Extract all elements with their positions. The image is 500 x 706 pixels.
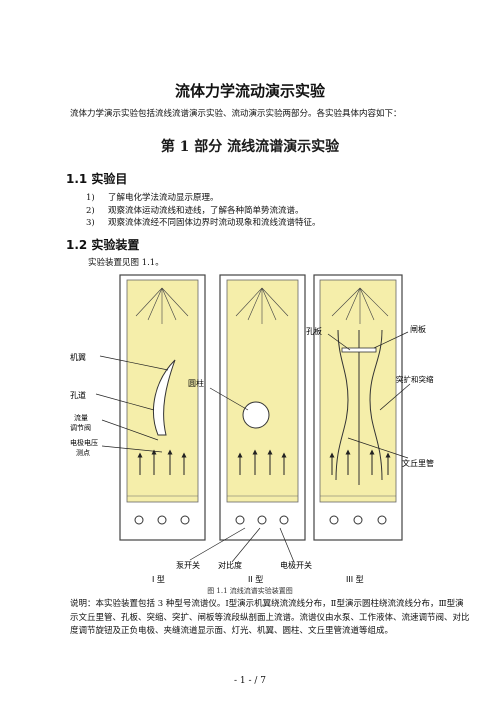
- label-venturi: 文丘里管: [402, 458, 434, 468]
- label-contract-expand: 突扩和突缩: [396, 374, 434, 384]
- list-item: 3)观察流体流经不同固体边界时流动现象和流线流谱特征。: [86, 218, 321, 228]
- label-electrode-point: 测点: [76, 449, 90, 457]
- intro-paragraph: 流体力学演示实验包括流线流谱演示实验、流动演示实验两部分。各实验具体内容如下：: [70, 109, 402, 119]
- label-type1: I 型: [152, 575, 165, 584]
- page-title: 流体力学流动演示实验: [174, 82, 325, 100]
- apparatus-figure: 机翼 孔道 流量 调节阀 电极电压 测点 圆柱 孔板 闸板 突扩和突缩 文丘里管…: [70, 274, 434, 584]
- figure-caption: 图 1.1 流线流谱实验装置图: [207, 587, 293, 595]
- list-item: 2)观察流体运动流线和迹线，了解各种简单势流流谱。: [86, 205, 304, 216]
- list-item: 1)了解电化学法流动显示原理。: [86, 193, 219, 203]
- label-wing: 机翼: [70, 352, 86, 362]
- figure-description: 说明：本实验装置包括 3 种型号流谱仪。Ⅰ型演示机翼绕流流线分布，Ⅱ型演示圆柱绕…: [70, 599, 470, 636]
- label-type2: II 型: [248, 575, 263, 584]
- type1-panel: [119, 274, 206, 541]
- apparatus-paragraph: 实验装置见图 1.1。: [88, 258, 164, 268]
- label-cylinder: 圆柱: [188, 378, 204, 388]
- part-title: 第 1 部分 流线流谱演示实验: [160, 139, 340, 155]
- label-electrode-switch: 电极开关: [280, 560, 312, 570]
- label-contrast: 对比度: [218, 560, 242, 570]
- type3-panel: [313, 274, 403, 541]
- type2-panel: [219, 274, 306, 541]
- label-electrode-point: 电极电压: [70, 438, 98, 447]
- label-flow-valve: 调节阀: [70, 423, 91, 432]
- section-heading-apparatus: 1.2 实验装置: [66, 238, 140, 252]
- objectives-list: 1)了解电化学法流动显示原理。 2)观察流体运动流线和迹线，了解各种简单势流流谱…: [86, 192, 466, 230]
- label-pump-switch: 泵开关: [176, 560, 200, 570]
- label-type3: III 型: [346, 575, 364, 584]
- section-heading-objectives: 1.1 实验目: [66, 172, 128, 186]
- label-gate: 闸板: [410, 324, 426, 334]
- page-number: - 1 - / 7: [233, 676, 266, 686]
- label-orifice: 孔板: [306, 326, 322, 336]
- label-flow-valve: 流量: [74, 413, 88, 422]
- label-hole: 孔道: [70, 390, 86, 400]
